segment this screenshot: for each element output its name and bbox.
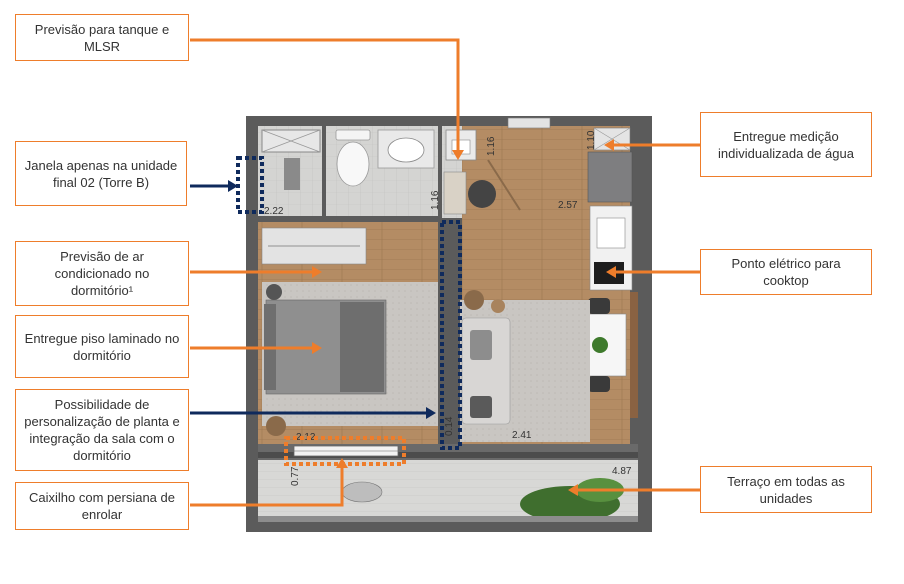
callout-medicao-text: Entregue medição individualizada de água	[718, 128, 854, 161]
dim-terrace-width: 4.87	[612, 466, 632, 477]
terrace-bench	[341, 481, 383, 503]
callout-piso-text: Entregue piso laminado no dormitório	[24, 330, 180, 363]
plant-table	[592, 337, 608, 353]
wall-bath-bed	[258, 216, 438, 222]
nightstand-bottom	[266, 416, 286, 436]
chair-bottom	[588, 376, 610, 392]
callout-personalizacao: Possibilidade de personalização de plant…	[15, 389, 189, 471]
wall-laundry	[438, 126, 442, 218]
washing-machine	[468, 180, 496, 208]
callout-janela: Janela apenas na unidade final 02 (Torre…	[15, 141, 187, 206]
kitchen-sink	[596, 217, 626, 249]
chair-top	[588, 298, 610, 314]
line-tanque	[190, 38, 460, 150]
highlight-partition	[440, 220, 462, 450]
callout-cooktop-text: Ponto elétrico para cooktop	[731, 256, 841, 288]
dim-terrace-depth: 0.77	[290, 466, 301, 486]
nightstand-top	[266, 284, 282, 300]
dim-living: 2.41	[512, 430, 532, 441]
dim-wall: 0.14	[444, 416, 455, 436]
callout-piso: Entregue piso laminado no dormitório	[15, 315, 189, 378]
dim-laundry-1: 1.16	[486, 136, 497, 156]
entrance-door	[507, 117, 551, 129]
highlight-window-b	[236, 156, 264, 214]
callout-cooktop: Ponto elétrico para cooktop	[700, 249, 872, 295]
wall-bath-split	[322, 126, 326, 218]
terrace-rail	[258, 516, 638, 522]
dim-laundry-2: 1.16	[430, 190, 441, 210]
bed-sheet	[340, 302, 384, 392]
callout-ar: Previsão de ar condicionado no dormitóri…	[15, 241, 189, 306]
dim-meter: 1.10	[586, 130, 597, 150]
bath-sink	[387, 137, 425, 163]
dim-kitchen: 2.57	[558, 200, 578, 211]
callout-tanque: Previsão para tanque e MLSR	[15, 14, 189, 61]
callout-janela-text: Janela apenas na unidade final 02 (Torre…	[24, 157, 178, 190]
shelf	[443, 171, 467, 215]
wall-terrace-inner	[258, 452, 638, 458]
wall-panel	[630, 292, 638, 418]
sofa-cushion-1	[470, 330, 492, 360]
callout-caixilho-text: Caixilho com persiana de enrolar	[29, 490, 175, 522]
toilet-tank	[335, 129, 371, 141]
callout-tanque-text: Previsão para tanque e MLSR	[34, 21, 170, 54]
callout-terraco: Terraço em todas as unidades	[700, 466, 872, 513]
wall-bed-living	[438, 222, 444, 444]
fridge	[587, 151, 633, 203]
callout-medicao: Entregue medição individualizada de água	[700, 112, 872, 177]
toilet-bowl	[336, 141, 370, 187]
line-caixilho	[190, 468, 344, 507]
dim-bedroom: 2.12	[296, 432, 316, 443]
callout-terraco-text: Terraço em todas as unidades	[727, 473, 845, 506]
callout-personalizacao-text: Possibilidade de personalização de plant…	[24, 397, 180, 463]
callout-caixilho: Caixilho com persiana de enrolar	[15, 482, 189, 530]
side-table	[464, 290, 484, 310]
stool	[491, 299, 505, 313]
dim-bath-width: 2.22	[264, 206, 284, 217]
callout-ar-text: Previsão de ar condicionado no dormitóri…	[54, 249, 150, 298]
shower-drain	[284, 158, 300, 190]
sofa-cushion-2	[470, 396, 492, 418]
